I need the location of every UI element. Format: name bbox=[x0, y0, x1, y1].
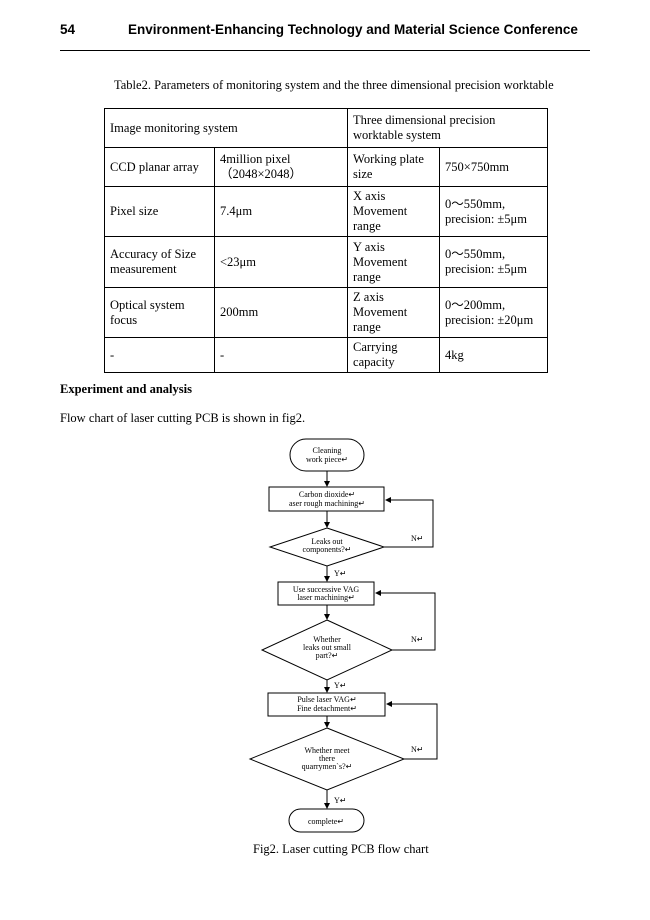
flow-process-line: laser machining↵ bbox=[297, 593, 355, 602]
flow-process-line: aser rough machining↵ bbox=[289, 499, 365, 508]
flow-process-box: Use successive VAG laser machining↵ bbox=[277, 581, 375, 606]
table-cell: <23μm bbox=[213, 236, 349, 288]
flow-process-line: Use successive VAG bbox=[293, 585, 360, 594]
section-heading: Experiment and analysis bbox=[60, 382, 192, 396]
table-cell: 0～550mm, precision: ±5μm bbox=[439, 236, 549, 288]
body-paragraph: Flow chart of laser cutting PCB is shown… bbox=[60, 411, 306, 425]
flow-loop-arrow bbox=[386, 701, 438, 760]
flow-yes-label: Y↵ bbox=[334, 569, 346, 578]
table-cell: 0～200mm, precision: ±20μm bbox=[439, 287, 549, 338]
flow-decision-diamond: Leaks out components?↵ bbox=[268, 527, 386, 567]
running-header-title: Environment-Enhancing Technology and Mat… bbox=[128, 22, 578, 37]
table-cell: 7.4μm bbox=[213, 186, 349, 237]
flow-start-line: Cleaning bbox=[313, 446, 342, 455]
table-row: Accuracy of Size measurement <23μm Y axi… bbox=[104, 236, 549, 288]
flow-no-label: N↵ bbox=[411, 745, 423, 754]
table-cell: 4kg bbox=[439, 337, 549, 373]
flow-decision-line: leaks out small bbox=[303, 643, 352, 652]
table-row: Optical system focus 200mm Z axis Moveme… bbox=[104, 287, 549, 338]
flow-decision-line: Leaks out bbox=[311, 537, 343, 546]
flowchart: Cleaning work piece↵ Carbon dioxide↵ ase… bbox=[248, 438, 438, 833]
table-cell: 0～550mm, precision: ±5μm bbox=[439, 186, 549, 237]
table-cell: Carrying capacity bbox=[347, 337, 441, 373]
table-cell: - bbox=[213, 337, 349, 373]
flow-end-terminator: complete↵ bbox=[288, 808, 365, 833]
flow-decision-line: quarrymen`s?↵ bbox=[302, 762, 353, 771]
flow-no-label: N↵ bbox=[411, 635, 423, 644]
flow-loop-arrow bbox=[384, 497, 434, 548]
flow-decision-diamond: Whether leaks out small part?↵ bbox=[260, 619, 394, 681]
flow-no-label: N↵ bbox=[411, 534, 423, 543]
table-cell-line: （2048×2048） bbox=[220, 167, 303, 181]
table-row: - - Carrying capacity 4kg bbox=[104, 337, 549, 373]
flow-decision-line: components?↵ bbox=[303, 545, 352, 554]
table-cell: Z axis Movement range bbox=[347, 287, 441, 338]
flow-yes-label: Y↵ bbox=[334, 681, 346, 690]
table-caption: Table2. Parameters of monitoring system … bbox=[114, 78, 554, 92]
flow-yes-label: Y↵ bbox=[334, 796, 346, 805]
flow-process-line: Carbon dioxide↵ bbox=[299, 490, 355, 499]
header-rule bbox=[60, 50, 590, 51]
table-header-row: Image monitoring system Three dimensiona… bbox=[103, 108, 549, 148]
table-cell: 4million pixel （2048×2048） bbox=[213, 147, 349, 187]
flow-process-box: Pulse laser VAG↵ Fine detachment↵ bbox=[267, 692, 386, 717]
flow-decision-line: there bbox=[319, 754, 335, 763]
flow-process-line: Fine detachment↵ bbox=[297, 704, 357, 713]
table-cell: Pixel size bbox=[104, 186, 215, 237]
figure-caption: Fig2. Laser cutting PCB flow chart bbox=[253, 842, 429, 856]
parameter-table: Image monitoring system Three dimensiona… bbox=[103, 108, 549, 373]
table-cell: Accuracy of Size measurement bbox=[104, 236, 215, 288]
table-row: Pixel size 7.4μm X axis Movement range 0… bbox=[104, 186, 549, 237]
flow-decision-line: Whether meet bbox=[304, 746, 350, 755]
table-cell: 200mm bbox=[213, 287, 349, 338]
flow-decision-line: Whether bbox=[313, 635, 341, 644]
flow-decision-line: part?↵ bbox=[316, 651, 339, 660]
table-cell: - bbox=[104, 337, 215, 373]
flow-start-line: work piece↵ bbox=[306, 455, 348, 464]
table-cell: X axis Movement range bbox=[347, 186, 441, 237]
table-row: CCD planar array 4million pixel （2048×20… bbox=[104, 147, 549, 187]
table-head-right: Three dimensional precision worktable sy… bbox=[347, 108, 549, 148]
flow-start-terminator: Cleaning work piece↵ bbox=[289, 438, 365, 472]
table-cell: Working plate size bbox=[347, 147, 441, 187]
table-cell: Optical system focus bbox=[104, 287, 215, 338]
flow-decision-diamond: Whether meet there quarrymen`s?↵ bbox=[248, 727, 406, 791]
table-cell: Y axis Movement range bbox=[347, 236, 441, 288]
table-cell: CCD planar array bbox=[104, 147, 215, 187]
table-cell: 750×750mm bbox=[439, 147, 549, 187]
flow-end-label: complete↵ bbox=[308, 817, 344, 826]
flow-loop-arrow bbox=[375, 590, 436, 651]
table-head-left: Image monitoring system bbox=[103, 108, 349, 148]
flow-process-line: Pulse laser VAG↵ bbox=[297, 695, 356, 704]
table-cell-line: 4million pixel bbox=[220, 152, 291, 166]
flow-process-box: Carbon dioxide↵ aser rough machining↵ bbox=[268, 486, 385, 512]
page-number: 54 bbox=[60, 22, 76, 37]
